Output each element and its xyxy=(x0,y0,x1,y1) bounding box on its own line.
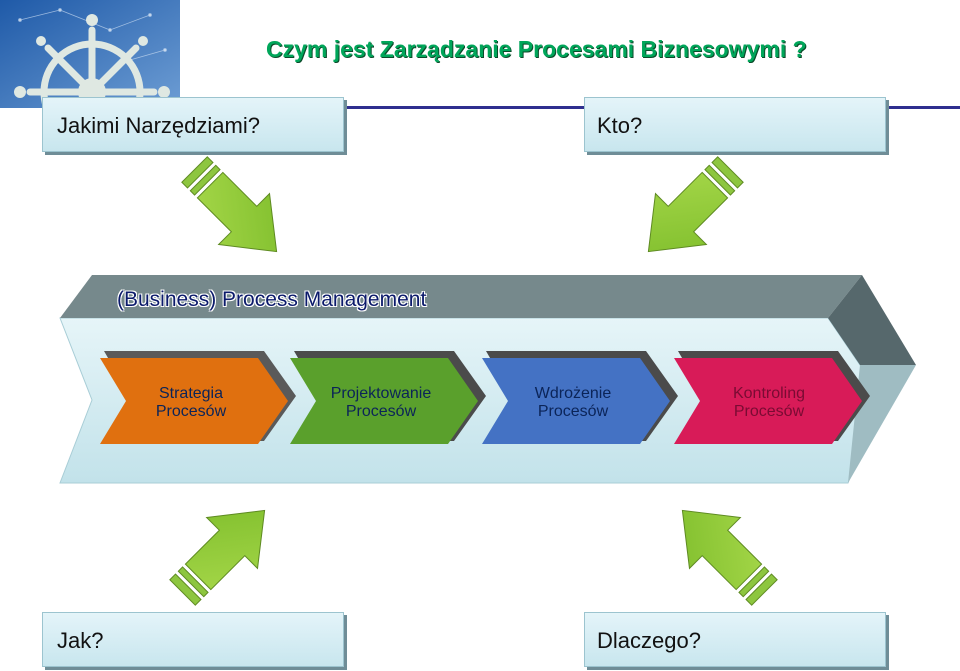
header-divider xyxy=(180,106,960,109)
question-how-box: Jak? xyxy=(42,612,344,667)
question-tools-label: Jakimi Narzędziami? xyxy=(57,113,260,138)
step-label-strategy: Strategia Procesów xyxy=(155,385,227,420)
question-how-label: Jak? xyxy=(57,628,104,653)
arrow-top-right-icon xyxy=(647,156,744,253)
arrow-bottom-right-icon xyxy=(681,509,778,606)
step-label-implementation: Wdrożenie Procesów xyxy=(534,385,612,420)
question-tools-box: Jakimi Narzędziami? xyxy=(42,97,344,152)
question-who-box: Kto? xyxy=(584,97,886,152)
question-who-label: Kto? xyxy=(597,113,643,138)
question-why-box: Dlaczego? xyxy=(584,612,886,667)
arrow-top-left-icon xyxy=(181,156,278,253)
step-chevron-control xyxy=(674,351,870,444)
page-title: Czym jest Zarządzanie Procesami Biznesow… xyxy=(266,36,807,62)
framework-band-tip xyxy=(828,275,916,365)
framework-band-header xyxy=(60,275,862,318)
step-chevron-strategy xyxy=(100,351,296,444)
framework-title: (Business) Process Management xyxy=(117,288,427,311)
step-chevron-implementation xyxy=(482,351,678,444)
question-why-label: Dlaczego? xyxy=(597,628,701,653)
step-chevron-design xyxy=(290,351,486,444)
step-label-design: Projektowanie Procesów xyxy=(330,385,432,420)
step-label-control: Kontroling Procesów xyxy=(732,385,806,420)
arrow-bottom-left-icon xyxy=(169,509,266,606)
